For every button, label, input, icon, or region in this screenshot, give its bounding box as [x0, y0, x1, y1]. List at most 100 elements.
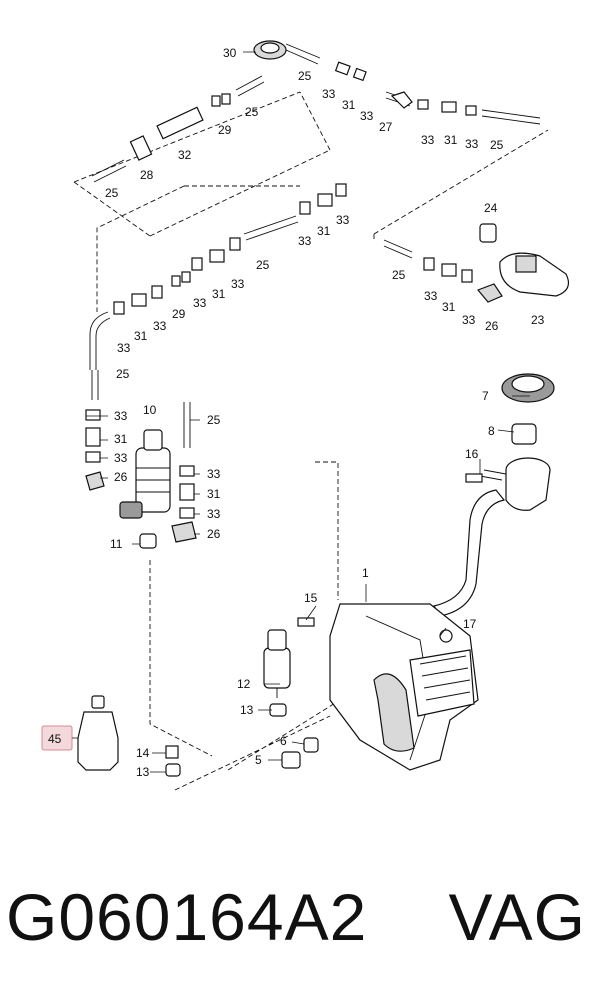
callout-25: 25 — [256, 258, 270, 272]
callout-33: 33 — [298, 234, 312, 248]
callout-33: 33 — [207, 467, 221, 481]
callout-31: 31 — [444, 133, 458, 147]
nozzle-23 — [499, 252, 569, 297]
callout-13: 13 — [136, 765, 150, 779]
callout-26: 26 — [114, 470, 128, 484]
cap-7 — [501, 373, 555, 403]
callout-29: 29 — [218, 123, 232, 137]
callout-25: 25 — [116, 367, 130, 381]
callout-33: 33 — [114, 409, 128, 423]
plug-14-grommet-13 — [165, 745, 181, 777]
connector-pieces-mid — [113, 183, 347, 315]
leader-lines — [72, 51, 530, 773]
callout-29: 29 — [172, 307, 186, 321]
pump-12 — [263, 629, 291, 698]
valve-29-mid — [171, 271, 191, 287]
callout-12: 12 — [237, 677, 251, 691]
pump-10 — [119, 429, 171, 519]
callout-33: 33 — [462, 313, 476, 327]
callout-6: 6 — [280, 734, 287, 748]
hose-top-4 — [235, 75, 265, 97]
callout-26: 26 — [485, 319, 499, 333]
callout-25: 25 — [207, 413, 221, 427]
connector-pieces-top — [334, 61, 477, 116]
callout-33: 33 — [153, 319, 167, 333]
callout-25: 25 — [105, 186, 119, 200]
callout-33: 33 — [465, 137, 479, 151]
connector-26-right — [476, 283, 503, 303]
caption-bar: G060164A2 VAG — [0, 862, 600, 972]
hose-left-1 — [91, 159, 127, 183]
callout-33: 33 — [360, 109, 374, 123]
connector-pieces-right — [423, 257, 473, 283]
callout-31: 31 — [114, 432, 128, 446]
grommet-30 — [253, 40, 287, 60]
callout-33: 33 — [421, 133, 435, 147]
pipe-32 — [156, 106, 204, 140]
callout-26: 26 — [207, 527, 221, 541]
grommet-13-upper — [269, 703, 287, 717]
hose-top-3 — [481, 109, 541, 125]
callout-25: 25 — [392, 268, 406, 282]
callout-28: 28 — [140, 168, 154, 182]
connector-28 — [129, 135, 153, 161]
callout-23: 23 — [531, 313, 545, 327]
callout-27: 27 — [379, 120, 393, 134]
callout-5: 5 — [255, 753, 262, 767]
callout-1: 1 — [362, 566, 369, 580]
callout-25: 25 — [298, 69, 312, 83]
callout-33: 33 — [231, 277, 245, 291]
callout-31: 31 — [212, 287, 226, 301]
callout-25: 25 — [245, 105, 259, 119]
pump-group-outline — [315, 461, 339, 600]
callout-8: 8 — [488, 424, 495, 438]
filler-neck — [433, 457, 551, 617]
hose-top-1 — [285, 43, 321, 65]
lower-group-outline — [149, 560, 341, 791]
strainer-8 — [511, 423, 537, 445]
callout-7: 7 — [482, 389, 489, 403]
callout-30: 30 — [223, 46, 237, 60]
callout-16: 16 — [465, 447, 479, 461]
callout-11: 11 — [110, 537, 123, 551]
reservoir-1 — [329, 603, 479, 771]
upper-group-outline — [73, 91, 331, 237]
middle-group-outline — [96, 185, 300, 312]
callout-15: 15 — [304, 591, 318, 605]
callout-33: 33 — [207, 507, 221, 521]
callout-31: 31 — [317, 224, 331, 238]
part-number: G060164A2 — [6, 880, 368, 954]
callout-33: 33 — [424, 289, 438, 303]
hose-vertical-25 — [91, 370, 99, 400]
callout-24: 24 — [484, 201, 498, 215]
parts-diagram: 30 25 33 31 33 27 33 31 33 25 25 29 32 2… — [41, 40, 569, 791]
fluid-bottle-45 — [77, 695, 119, 771]
brand-name: VAG — [448, 880, 586, 954]
hose-mid-1 — [243, 215, 299, 241]
callout-31: 31 — [442, 300, 456, 314]
grommet-11 — [139, 533, 157, 549]
callout-31: 31 — [207, 487, 221, 501]
callout-25: 25 — [490, 138, 504, 152]
callout-33: 33 — [336, 213, 350, 227]
callout-10: 10 — [143, 403, 157, 417]
callout-33: 33 — [114, 451, 128, 465]
callout-33: 33 — [322, 87, 336, 101]
left-column-connectors — [85, 409, 105, 491]
right-group-outline — [373, 129, 549, 240]
elbow-hose — [89, 311, 111, 370]
sender-5-6 — [281, 737, 319, 769]
callout-33: 33 — [117, 341, 131, 355]
callout-31: 31 — [134, 329, 148, 343]
hose-right — [383, 239, 413, 259]
callout-14: 14 — [136, 746, 150, 760]
callout-33: 33 — [193, 296, 207, 310]
callout-45[interactable]: 45 — [48, 732, 62, 746]
callout-17: 17 — [463, 617, 477, 631]
pump-column-right — [171, 402, 197, 543]
callout-31: 31 — [342, 98, 356, 112]
valve-29-top — [211, 93, 231, 107]
callout-32: 32 — [178, 148, 192, 162]
callout-13: 13 — [240, 703, 254, 717]
cap-24 — [479, 223, 497, 243]
